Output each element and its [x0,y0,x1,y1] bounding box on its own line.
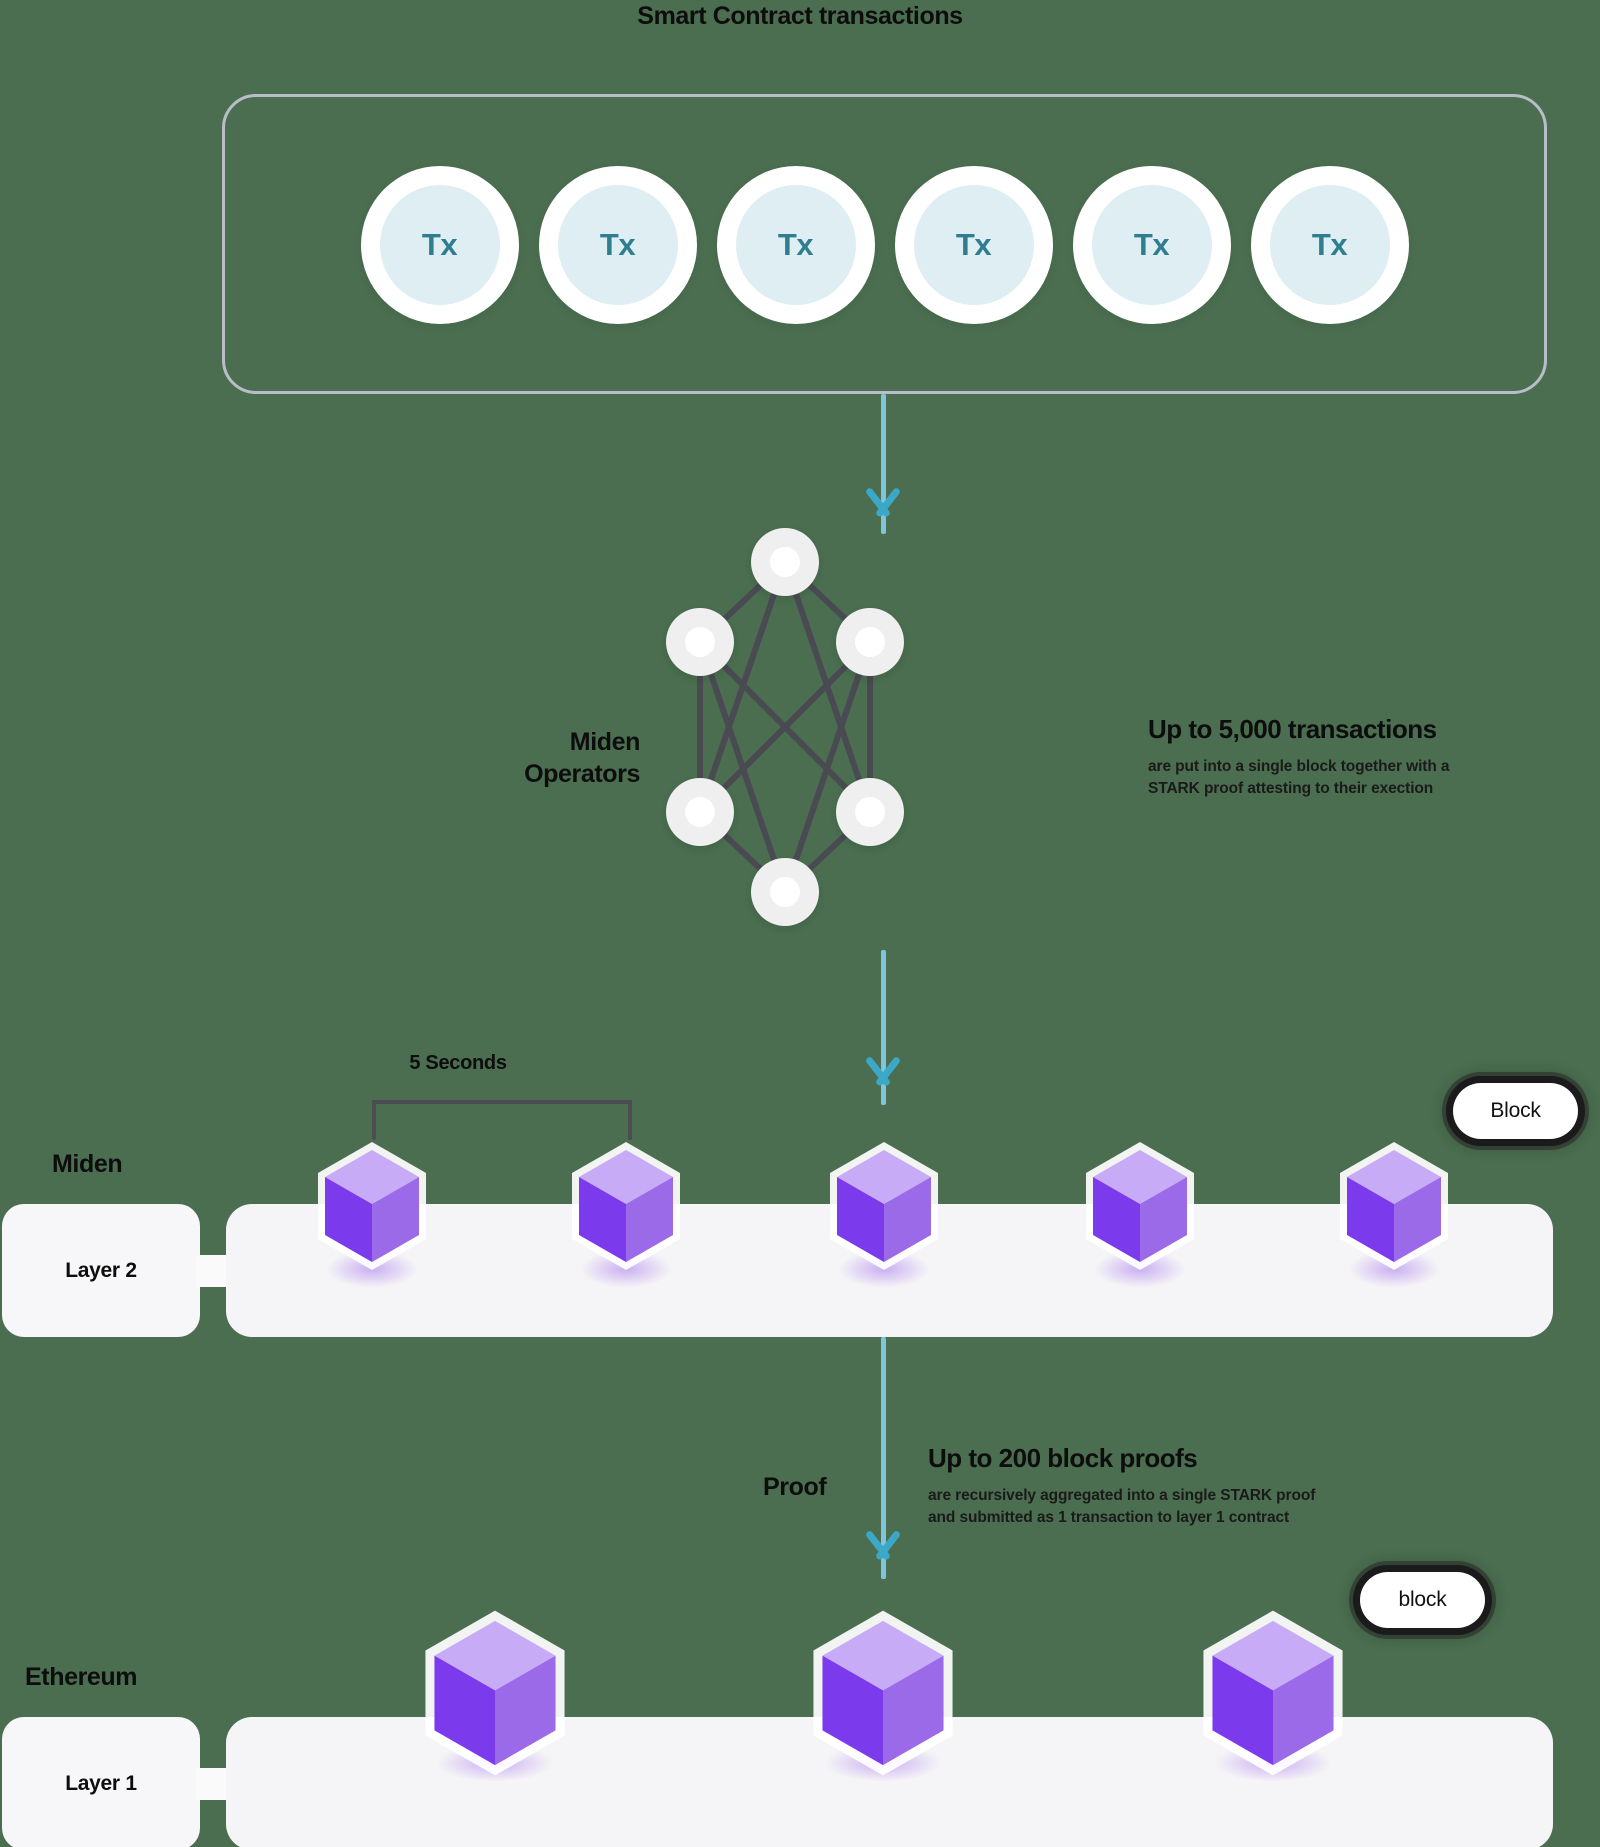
cube-icon [1340,1142,1448,1270]
operator-node[interactable] [666,608,734,676]
transaction-label: Tx [1269,185,1390,305]
layer2-block[interactable] [1336,1140,1452,1288]
transaction-label: Tx [1091,185,1212,305]
operator-node-core [770,547,800,577]
transaction-label: Tx [735,185,856,305]
transaction-label: Tx [379,185,500,305]
layer1-block-badge[interactable]: block [1360,1572,1485,1628]
layer2-block[interactable] [568,1140,684,1288]
layer1-chain-label: Ethereum [25,1663,138,1691]
operators-label: Miden Operators [524,728,640,788]
layer2-block-badge[interactable]: Block [1453,1083,1578,1139]
transaction-node[interactable]: Tx [894,166,1053,324]
operator-node[interactable] [751,528,819,596]
callout-body: are put into a single block together wit… [1148,758,1450,798]
operator-node-core [855,627,885,657]
block-interval-label: 5 Seconds [409,1052,507,1074]
transaction-label: Tx [913,185,1034,305]
cube-icon [1086,1142,1194,1270]
cube-icon [425,1610,565,1776]
layer2-card: Layer 2 [2,1204,200,1337]
transaction-pool-panel [222,94,1547,394]
layer1-block[interactable] [1198,1608,1348,1782]
operator-node[interactable] [666,778,734,846]
transaction-node[interactable]: Tx [1072,166,1231,324]
transaction-label: Tx [557,185,678,305]
cube-icon [830,1142,938,1270]
layer2-chain-label: Miden [52,1150,123,1178]
operator-node-core [685,627,715,657]
operator-node-core [770,877,800,907]
operator-network [666,528,922,940]
transaction-node[interactable]: Tx [1250,166,1409,324]
callout-body: are recursively aggregated into a single… [928,1487,1316,1527]
block-interval-bracket [372,1090,632,1146]
callout-proofs: Up to 200 block proofs are recursively a… [928,1443,1448,1530]
operator-node-core [855,797,885,827]
transaction-node[interactable]: Tx [360,166,519,324]
layer1-card-label: Layer 1 [65,1771,137,1795]
connector-layer2-to-layer1 [881,1337,886,1579]
callout-heading: Up to 200 block proofs [928,1443,1198,1473]
layer1-block[interactable] [420,1608,570,1782]
cube-icon [813,1610,953,1776]
transaction-list: Tx Tx Tx Tx Tx Tx [222,160,1547,330]
transaction-node[interactable]: Tx [716,166,875,324]
connector-operators-to-layer2 [881,950,886,1105]
page-title: Smart Contract transactions [637,2,963,30]
layer2-block[interactable] [826,1140,942,1288]
arrow-down-icon [860,1058,906,1088]
arrow-down-icon [860,1532,906,1562]
cube-icon [318,1142,426,1270]
callout-transactions: Up to 5,000 transactions are put into a … [1148,714,1578,801]
layer1-card: Layer 1 [2,1717,200,1847]
cube-icon [572,1142,680,1270]
operator-node-core [685,797,715,827]
layer2-block[interactable] [314,1140,430,1288]
operator-node[interactable] [836,778,904,846]
proof-label: Proof [763,1473,827,1501]
callout-heading: Up to 5,000 transactions [1148,714,1437,744]
layer1-block[interactable] [808,1608,958,1782]
connector-pool-to-operators [881,394,886,534]
layer2-block[interactable] [1082,1140,1198,1288]
layer2-card-label: Layer 2 [65,1258,137,1282]
operator-node[interactable] [751,858,819,926]
transaction-node[interactable]: Tx [538,166,697,324]
cube-icon [1203,1610,1343,1776]
operator-node[interactable] [836,608,904,676]
